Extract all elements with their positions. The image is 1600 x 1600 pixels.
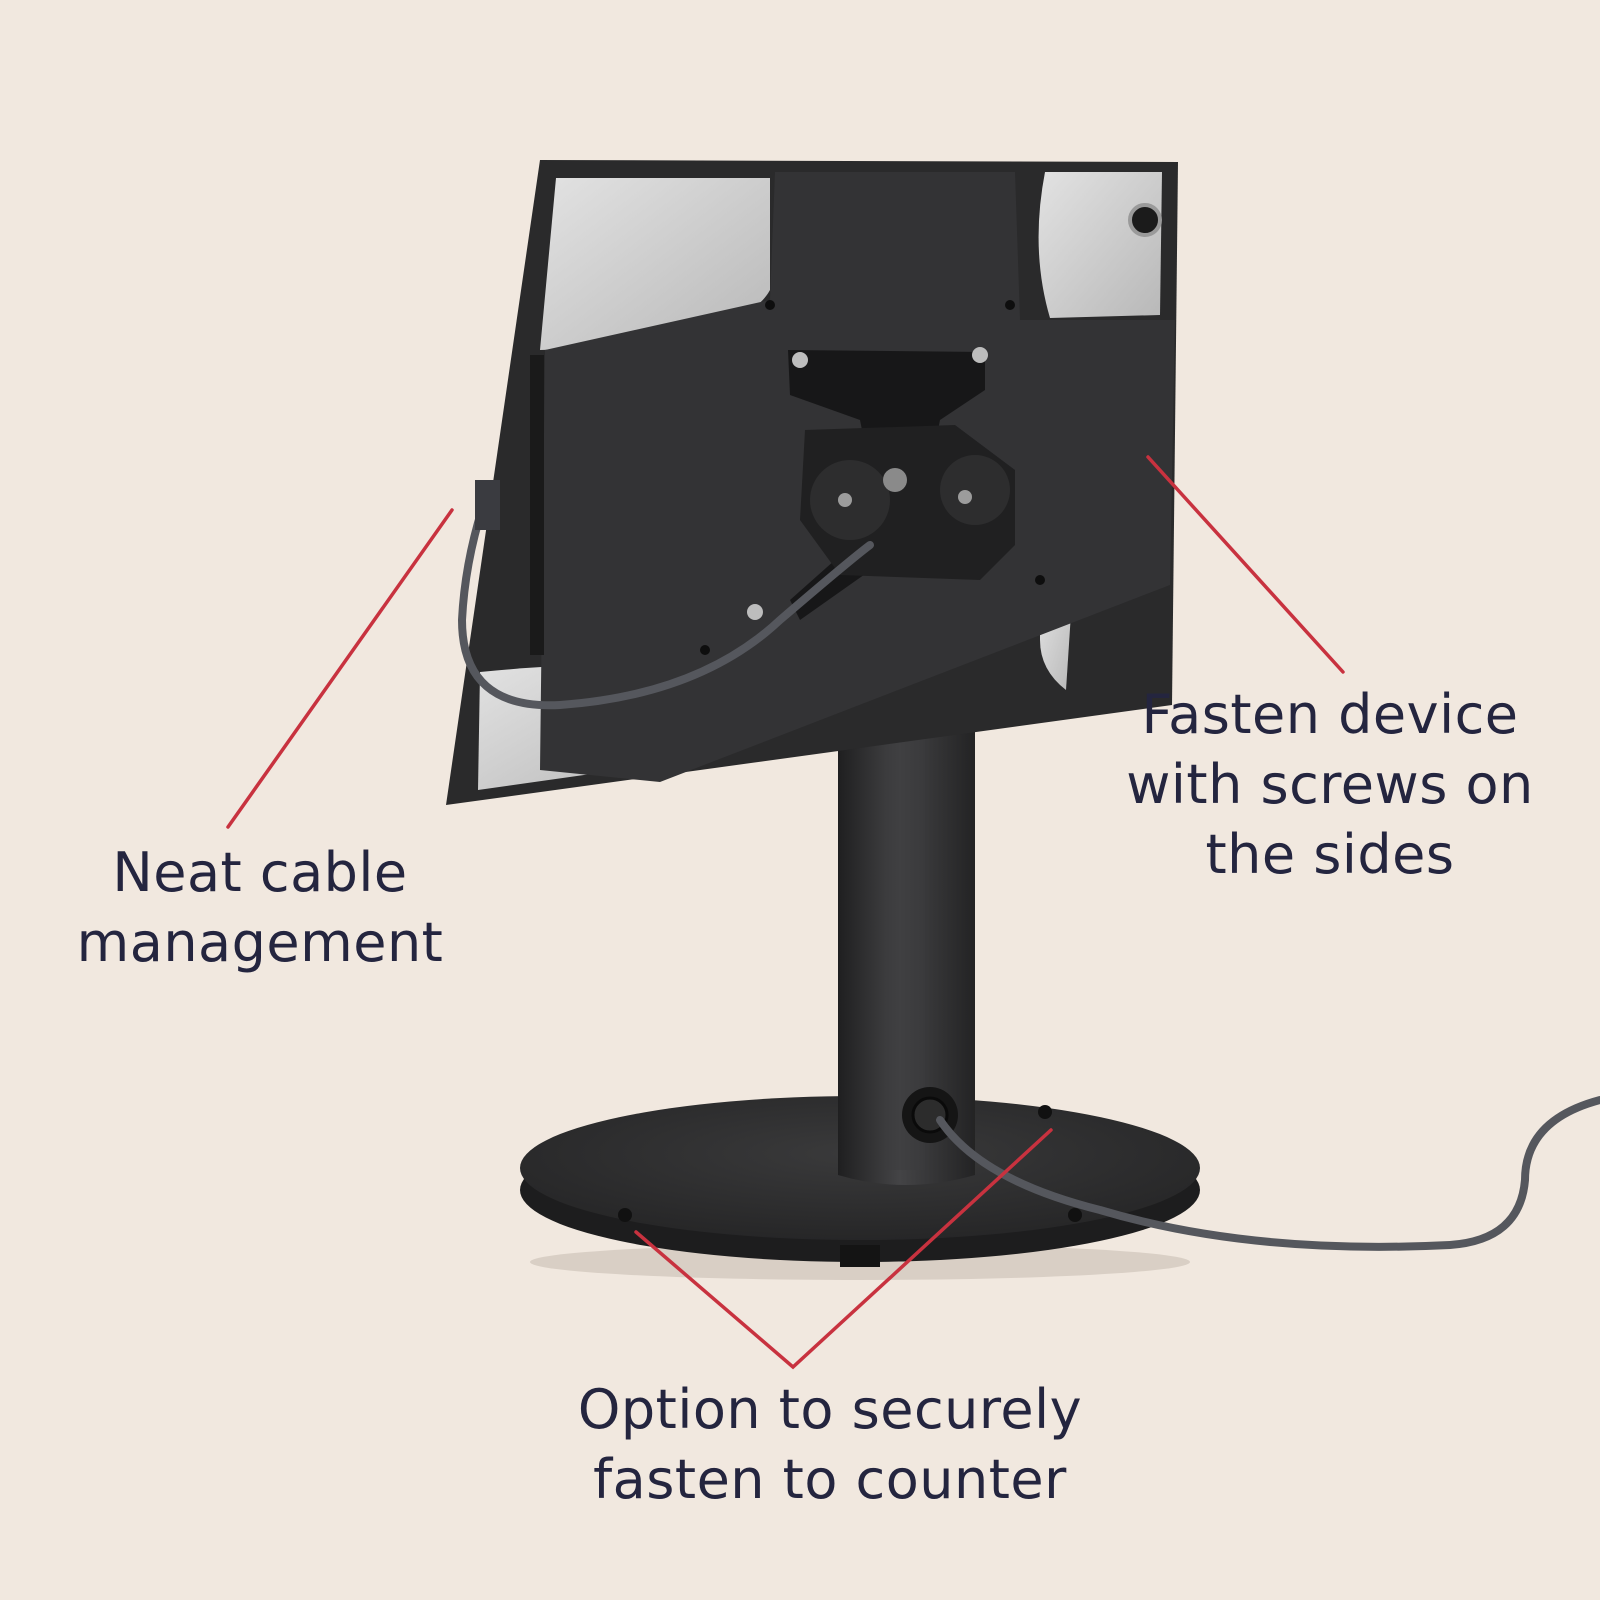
tablet-corner-top-right: [1038, 172, 1162, 318]
cable-connector: [475, 480, 500, 530]
charging-cable: [457, 496, 1600, 1251]
callout-line: Option to securely: [577, 1378, 1083, 1441]
callout-line: management: [76, 911, 444, 974]
callout-line: the sides: [1205, 823, 1455, 886]
mount-screw: [792, 352, 808, 368]
callout-line: Neat cable: [112, 841, 408, 904]
mount-screw: [747, 604, 763, 620]
leader-line-cable: [226, 508, 454, 829]
mount-screw: [972, 347, 988, 363]
callout-cable-management: Neat cable management: [60, 838, 460, 978]
vesa-mount: [747, 347, 1015, 620]
callout-line: fasten to counter: [593, 1448, 1067, 1511]
leader-line-counter: [634, 1128, 1053, 1370]
base-screw-hole-right: [1038, 1105, 1052, 1119]
tablet-corner-top-left: [540, 178, 770, 350]
hinge-bolt: [883, 468, 907, 492]
base-screw-hole-front: [1068, 1208, 1082, 1222]
callout-line: Fasten device: [1141, 683, 1519, 746]
callout-line: with screws on: [1126, 753, 1534, 816]
leader-lines: [226, 455, 1345, 1370]
tablet-enclosure: [446, 160, 1178, 805]
base-screw-hole-left: [618, 1208, 632, 1222]
tablet-camera: [1128, 203, 1162, 237]
callout-fasten-counter: Option to securely fasten to counter: [520, 1375, 1140, 1515]
leader-line-screws: [1146, 455, 1345, 674]
callout-fasten-device: Fasten device with screws on the sides: [1110, 680, 1550, 890]
